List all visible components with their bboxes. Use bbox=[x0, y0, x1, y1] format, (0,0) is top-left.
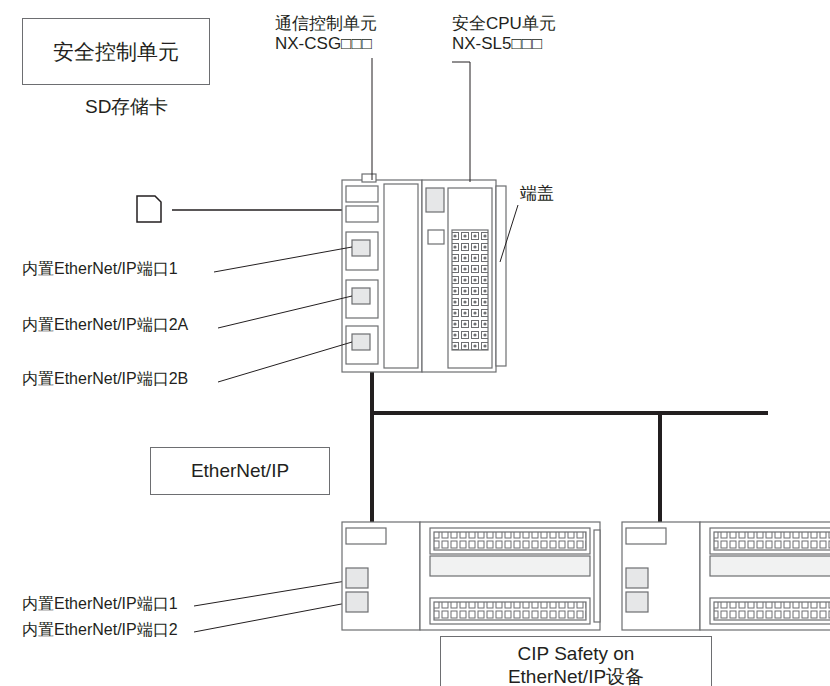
port-label: 内置EtherNet/IP端口1 bbox=[22, 594, 178, 613]
box-text: CIP Safety on EtherNet/IP设备 bbox=[476, 643, 676, 686]
safety-control-unit bbox=[342, 174, 506, 372]
safety-device bbox=[342, 522, 600, 630]
box-text: 安全控制单元 bbox=[53, 39, 179, 64]
part-name: SD存储卡 bbox=[85, 96, 168, 119]
port-label: 内置EtherNet/IP端口2B bbox=[22, 369, 188, 388]
unit-title-box: 安全控制单元 bbox=[22, 18, 210, 85]
port-label: 内置EtherNet/IP端口2A bbox=[22, 315, 188, 334]
safety-device bbox=[622, 522, 830, 630]
network-title-box: EtherNet/IP bbox=[150, 447, 330, 495]
part-name: 端盖 bbox=[520, 184, 554, 204]
part-name: 安全CPU单元 NX-SL5□□□ bbox=[452, 14, 582, 55]
box-text: EtherNet/IP bbox=[191, 460, 289, 483]
port-label: 内置EtherNet/IP端口1 bbox=[22, 259, 178, 278]
network-wire bbox=[372, 372, 768, 522]
device-title-box: CIP Safety on EtherNet/IP设备 bbox=[440, 636, 712, 686]
port-label: 内置EtherNet/IP端口2 bbox=[22, 620, 178, 639]
part-name: 通信控制单元 NX-CSG□□□ bbox=[275, 14, 405, 55]
